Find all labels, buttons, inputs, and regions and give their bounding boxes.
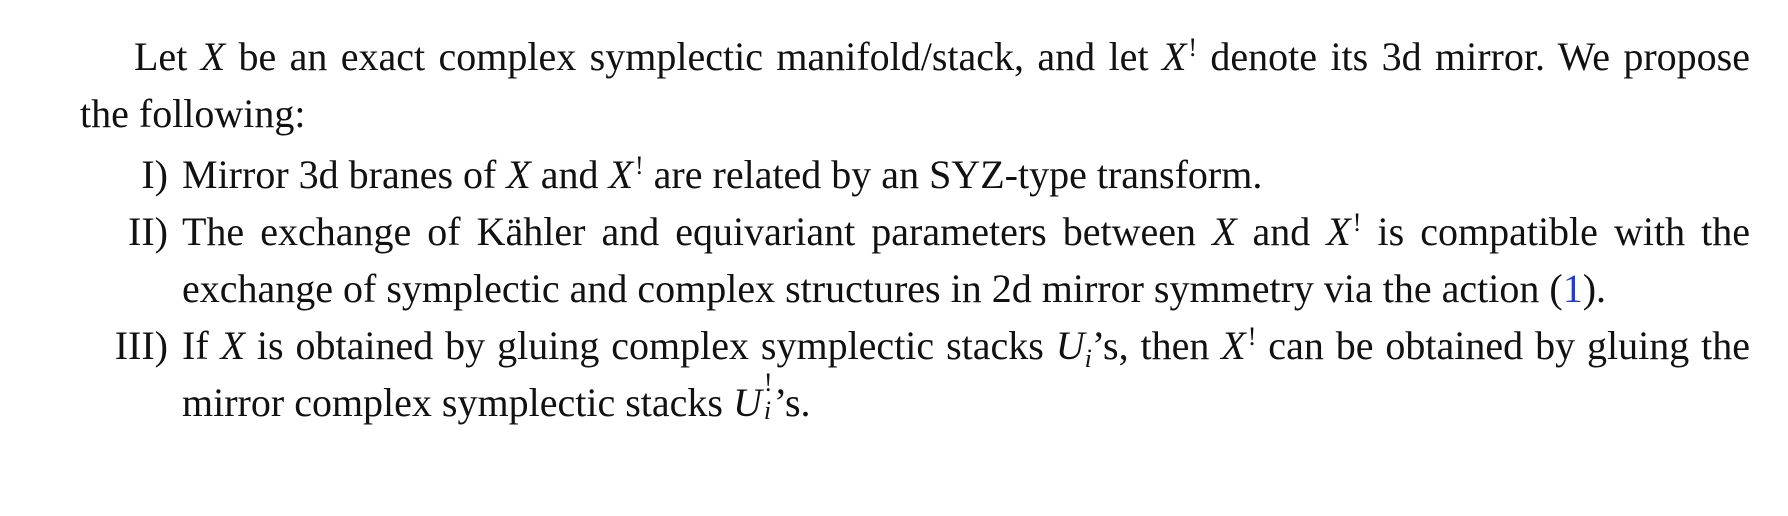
math-shriek: ! xyxy=(1188,33,1198,62)
item-text: Mirror 3d branes of xyxy=(182,152,507,197)
intro-paragraph: Let X be an exact complex symplectic man… xyxy=(80,28,1750,142)
intro-text: denote its 3d mirror. We propose the fol… xyxy=(80,34,1750,136)
math-subsup: !i xyxy=(762,370,774,424)
item-label: II) xyxy=(128,209,168,254)
intro-text: be an exact complex symplectic manifold/… xyxy=(225,34,1162,79)
item-text: is obtained by gluing complex symplectic… xyxy=(245,323,1056,368)
list-item-ii: II) The exchange of Kähler and equivarian… xyxy=(80,203,1750,317)
item-text: can be obtained by gluing the mirror com… xyxy=(182,323,1750,425)
item-label: I) xyxy=(141,152,168,197)
item-text: If xyxy=(182,323,221,368)
math-shriek: ! xyxy=(1247,322,1257,351)
item-text: is compatible with the exchange of sympl… xyxy=(182,209,1750,311)
item-text: ). xyxy=(1582,266,1607,311)
item-text: ’s, then xyxy=(1091,323,1222,368)
item-text: The exchange of Kähler and equivariant p… xyxy=(182,209,1213,254)
proposal-list: I) Mirror 3d branes of X and X! are relat… xyxy=(80,146,1750,431)
item-label: III) xyxy=(114,323,168,368)
math-x: X xyxy=(1221,323,1246,368)
item-text: and xyxy=(1236,209,1327,254)
item-text: are related by an SYZ-type transform. xyxy=(643,152,1263,197)
math-x: X xyxy=(1212,209,1237,254)
equation-ref-link[interactable]: 1 xyxy=(1562,266,1583,311)
math-x: X xyxy=(608,152,633,197)
math-x: X xyxy=(506,152,531,197)
math-x: X xyxy=(200,34,226,79)
math-x: X xyxy=(1161,34,1187,79)
math-subscript-i: i xyxy=(1084,344,1092,373)
list-item-iii: III) If X is obtained by gluing complex s… xyxy=(80,317,1750,431)
math-shriek: ! xyxy=(763,368,773,397)
math-u: U xyxy=(732,380,762,425)
math-x: X xyxy=(1326,209,1351,254)
math-subscript-i: i xyxy=(763,396,772,425)
math-u: U xyxy=(1055,323,1085,368)
list-item-i: I) Mirror 3d branes of X and X! are relat… xyxy=(80,146,1750,203)
math-x: X xyxy=(220,323,245,368)
math-shriek: ! xyxy=(1352,208,1362,237)
item-text: ’s. xyxy=(773,380,811,425)
paper-excerpt: Let X be an exact complex symplectic man… xyxy=(80,28,1750,431)
intro-text: Let xyxy=(134,34,201,79)
item-text: and xyxy=(530,152,609,197)
math-shriek: ! xyxy=(635,151,644,180)
